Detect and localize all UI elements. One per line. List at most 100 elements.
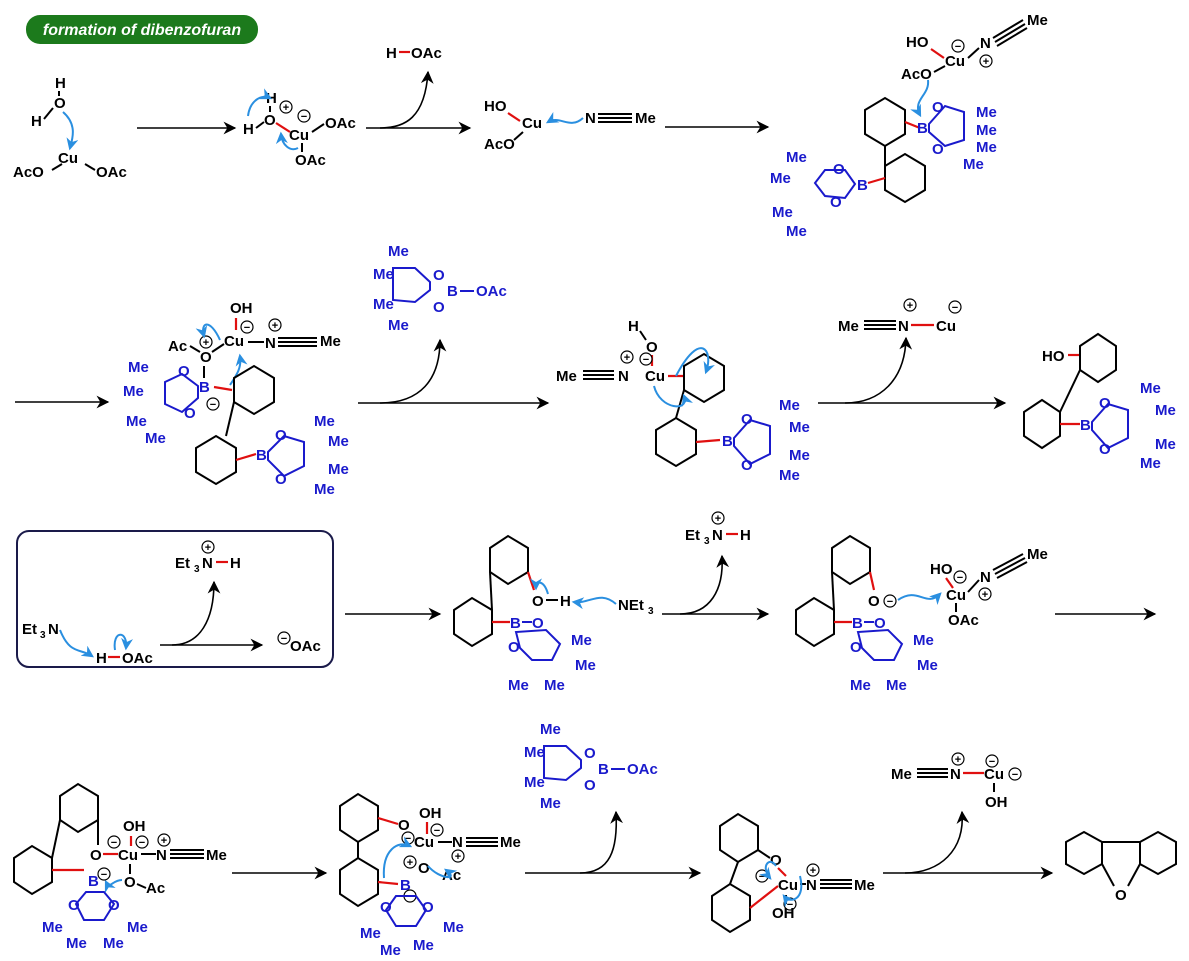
svg-text:H: H [230, 555, 241, 572]
svg-text:O: O [646, 339, 658, 356]
svg-text:Me: Me [770, 170, 791, 187]
svg-text:O: O [380, 899, 392, 916]
svg-text:OAc: OAc [290, 638, 321, 655]
svg-text:O: O [398, 817, 410, 834]
svg-text:B: B [88, 873, 99, 890]
svg-text:Me: Me [1155, 402, 1176, 419]
svg-text:B: B [447, 283, 458, 300]
svg-text:O: O [433, 267, 445, 284]
svg-text:Me: Me [571, 632, 592, 649]
svg-text:+: + [955, 754, 961, 766]
cu-biaryl-ether-complex: O Cu − − OH N + Me [711, 812, 875, 934]
svg-text:−: − [955, 41, 961, 53]
svg-text:AcO: AcO [901, 66, 932, 83]
svg-text:Me: Me [443, 919, 464, 936]
svg-text:B: B [199, 379, 210, 396]
svg-text:Me: Me [413, 937, 434, 954]
svg-text:OAc: OAc [948, 612, 979, 629]
svg-text:+: + [203, 337, 209, 349]
svg-text:B: B [857, 177, 868, 194]
svg-text:Me: Me [976, 104, 997, 121]
svg-text:Me: Me [206, 847, 227, 864]
svg-text:O: O [124, 874, 136, 891]
ate-complex-2: O Cu OH − − N + Me O Ac B − O O Me Me Me… [13, 782, 227, 952]
svg-text:Me: Me [917, 657, 938, 674]
svg-text:O: O [1099, 395, 1111, 412]
svg-text:O: O [932, 141, 944, 158]
dibenzofuran-product: O [1065, 830, 1177, 904]
svg-text:−: − [989, 756, 995, 768]
svg-text:OAc: OAc [295, 152, 326, 169]
svg-text:Ac: Ac [168, 338, 187, 355]
svg-text:Me: Me [524, 774, 545, 791]
svg-text:AcO: AcO [13, 164, 44, 181]
svg-text:O: O [532, 593, 544, 610]
svg-text:OAc: OAc [96, 164, 127, 181]
cu-bisboronate-complex-1: HO Cu AcO N Me − + B O O Me Me Me Me B O… [770, 12, 1048, 240]
svg-text:O: O [184, 405, 196, 422]
svg-text:Me: Me [500, 834, 521, 851]
svg-text:OAc: OAc [627, 761, 658, 778]
svg-text:Cu: Cu [224, 333, 244, 350]
svg-text:+: + [161, 835, 167, 847]
svg-text:+: + [715, 513, 721, 525]
aryl-cu-intermediate: H O Me N Cu + − B O O Me Me Me Me [556, 318, 810, 484]
svg-text:Cu: Cu [58, 150, 78, 167]
svg-text:O: O [1115, 887, 1127, 904]
svg-text:Ac: Ac [146, 880, 165, 897]
svg-text:OH: OH [419, 805, 442, 822]
svg-text:Cu: Cu [118, 847, 138, 864]
svg-text:−: − [210, 399, 216, 411]
svg-text:Me: Me [128, 359, 149, 376]
svg-text:H: H [560, 593, 571, 610]
svg-text:B: B [510, 615, 521, 632]
svg-text:B: B [400, 877, 411, 894]
svg-text:O: O [200, 349, 212, 366]
svg-text:N: N [806, 877, 817, 894]
svg-text:Me: Me [556, 368, 577, 385]
svg-text:Me: Me [127, 919, 148, 936]
svg-text:O: O [422, 899, 434, 916]
svg-text:−: − [405, 833, 411, 845]
svg-text:O: O [54, 95, 66, 112]
svg-text:Me: Me [963, 156, 984, 173]
svg-text:H: H [96, 650, 107, 667]
svg-text:B: B [1080, 417, 1091, 434]
svg-text:Cu: Cu [945, 53, 965, 70]
svg-text:O: O [108, 897, 120, 914]
svg-text:+: + [407, 857, 413, 869]
svg-text:O: O [264, 112, 276, 129]
svg-text:Me: Me [854, 877, 875, 894]
svg-text:Me: Me [380, 942, 401, 959]
svg-text:Me: Me [1155, 436, 1176, 453]
svg-text:N: N [712, 527, 723, 544]
hydroxy-biaryl-boronate: HO B O O Me Me Me Me [1023, 332, 1176, 472]
svg-text:B: B [256, 447, 267, 464]
svg-text:−: − [139, 837, 145, 849]
svg-text:O: O [868, 593, 880, 610]
svg-text:Me: Me [850, 677, 871, 694]
svg-text:Me: Me [123, 383, 144, 400]
svg-text:O: O [584, 745, 596, 762]
svg-text:Me: Me [789, 419, 810, 436]
svg-text:OH: OH [985, 794, 1008, 811]
svg-text:O: O [275, 427, 287, 444]
svg-text:N: N [980, 35, 991, 52]
svg-text:−: − [301, 111, 307, 123]
svg-text:Me: Me [42, 919, 63, 936]
phenoxide-cu-complex: O − HO Cu OAc − N Me + B O O Me Me Me Me [795, 534, 1048, 694]
svg-text:Me: Me [103, 935, 124, 952]
svg-text:O: O [275, 471, 287, 488]
svg-text:Me: Me [1027, 12, 1048, 29]
svg-text:Et: Et [175, 555, 190, 572]
svg-text:O: O [532, 615, 544, 632]
svg-text:H: H [266, 90, 277, 107]
svg-text:HO: HO [1042, 348, 1065, 365]
svg-text:OAc: OAc [325, 115, 356, 132]
svg-text:−: − [643, 354, 649, 366]
svg-text:+: + [810, 865, 816, 877]
svg-text:B: B [598, 761, 609, 778]
svg-text:Me: Me [544, 677, 565, 694]
ate-complex-3: O Cu OH − − N Me + + O Ac B − O O Me Me … [339, 792, 521, 959]
